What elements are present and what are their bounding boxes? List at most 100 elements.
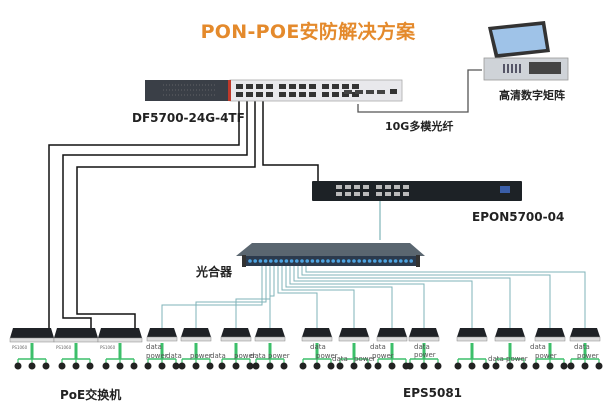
- splitter-port: [284, 259, 289, 263]
- rj45-port: [289, 92, 296, 97]
- camera-icon: [246, 362, 254, 370]
- port-label-power: power: [414, 351, 436, 359]
- splitter-label: 光合器: [196, 265, 233, 279]
- camera-icon: [506, 362, 514, 370]
- olt-port: [363, 192, 369, 196]
- camera-icon: [158, 362, 166, 370]
- fiber-cable: [305, 266, 586, 328]
- sfp-port: [355, 90, 363, 94]
- onu-icon: [181, 328, 211, 337]
- onu-icon: [377, 328, 407, 337]
- poe-switch-icon: [54, 328, 98, 338]
- rj45-port: [266, 84, 273, 89]
- camera-icon: [232, 362, 240, 370]
- splitter-port: [367, 259, 372, 263]
- camera-icon: [313, 362, 321, 370]
- poe-switch-icon: [98, 328, 142, 338]
- camera-icon: [130, 362, 138, 370]
- rj45-port: [289, 84, 296, 89]
- splitter-port: [388, 259, 393, 263]
- video-matrix-label: 高清数字矩阵: [499, 89, 565, 102]
- camera-icon: [218, 362, 226, 370]
- splitter-port: [341, 259, 346, 263]
- fiber-cable: [277, 266, 318, 328]
- camera-icon: [492, 362, 500, 370]
- splitter-port: [305, 259, 310, 263]
- splitter-port: [274, 259, 278, 263]
- camera-icon: [86, 362, 94, 370]
- olt-port: [403, 185, 409, 189]
- port-label-data: data: [370, 343, 386, 351]
- splitter-port: [404, 259, 408, 263]
- port-label-power: power: [146, 352, 168, 360]
- uplink-label: 10G多模光纤: [385, 120, 454, 133]
- splitter-port: [357, 259, 362, 263]
- camera-icon: [336, 362, 344, 370]
- olt-port: [403, 192, 409, 196]
- rj45-port: [256, 84, 263, 89]
- rj45-port: [236, 92, 243, 97]
- camera-icon: [482, 362, 490, 370]
- olt-port: [363, 185, 369, 189]
- camera-icon: [28, 362, 36, 370]
- splitter-port: [378, 259, 382, 263]
- fiber-cables: [161, 266, 586, 328]
- camera-icon: [327, 362, 335, 370]
- port-label-power: power: [354, 355, 376, 363]
- camera-icon: [420, 362, 428, 370]
- fiber-cable: [293, 266, 473, 328]
- port-label-power: power: [268, 352, 290, 360]
- camera-icon: [364, 362, 372, 370]
- port-label-data: data: [250, 352, 266, 360]
- camera-icon: [454, 362, 462, 370]
- rj45-port: [342, 84, 349, 89]
- onu-icon: [339, 328, 369, 337]
- port-label-power: power: [234, 352, 256, 360]
- rj45-port: [332, 92, 339, 97]
- splitter-port: [393, 259, 398, 263]
- camera-icon: [299, 362, 307, 370]
- port-label-power: power: [316, 352, 338, 360]
- splitter-port: [321, 259, 325, 263]
- rj45-port: [309, 84, 316, 89]
- poe-switch-model: PS1060: [12, 345, 28, 350]
- port-label-power: power: [506, 355, 528, 363]
- rj45-port: [246, 84, 253, 89]
- port-label-data: data: [530, 343, 546, 351]
- splitter-port: [336, 259, 341, 263]
- fiber-cable: [269, 266, 275, 328]
- onu-icon: [147, 328, 177, 337]
- splitter-port: [310, 259, 315, 263]
- onu-icon: [302, 328, 332, 337]
- splitter-port: [347, 259, 351, 263]
- port-label-power: power: [372, 352, 394, 360]
- rj45-port: [322, 92, 329, 97]
- sfp-port: [366, 90, 374, 94]
- camera-icon: [567, 362, 575, 370]
- olt-port: [354, 192, 360, 196]
- splitter-port: [258, 259, 263, 263]
- splitter-port: [399, 259, 403, 263]
- camera-icon: [58, 362, 66, 370]
- olt-port: [336, 192, 342, 196]
- rj45-port: [332, 84, 339, 89]
- olt-port: [394, 192, 400, 196]
- splitter-port: [253, 259, 257, 263]
- splitter-port: [409, 259, 414, 263]
- fiber-cable: [235, 266, 271, 328]
- rj45-port: [236, 84, 243, 89]
- camera-icon: [434, 362, 442, 370]
- camera-icon: [178, 362, 186, 370]
- camera-icon: [14, 362, 22, 370]
- camera-icon: [388, 362, 396, 370]
- camera-icon: [192, 362, 200, 370]
- fiber-splitter: [236, 243, 425, 267]
- port-label-data: data: [210, 352, 226, 360]
- rj45-port: [279, 92, 286, 97]
- fiber-cable: [281, 266, 355, 328]
- rj45-port: [246, 92, 253, 97]
- fiber-cable: [161, 266, 263, 328]
- rj45-port: [266, 92, 273, 97]
- olt-port: [376, 192, 382, 196]
